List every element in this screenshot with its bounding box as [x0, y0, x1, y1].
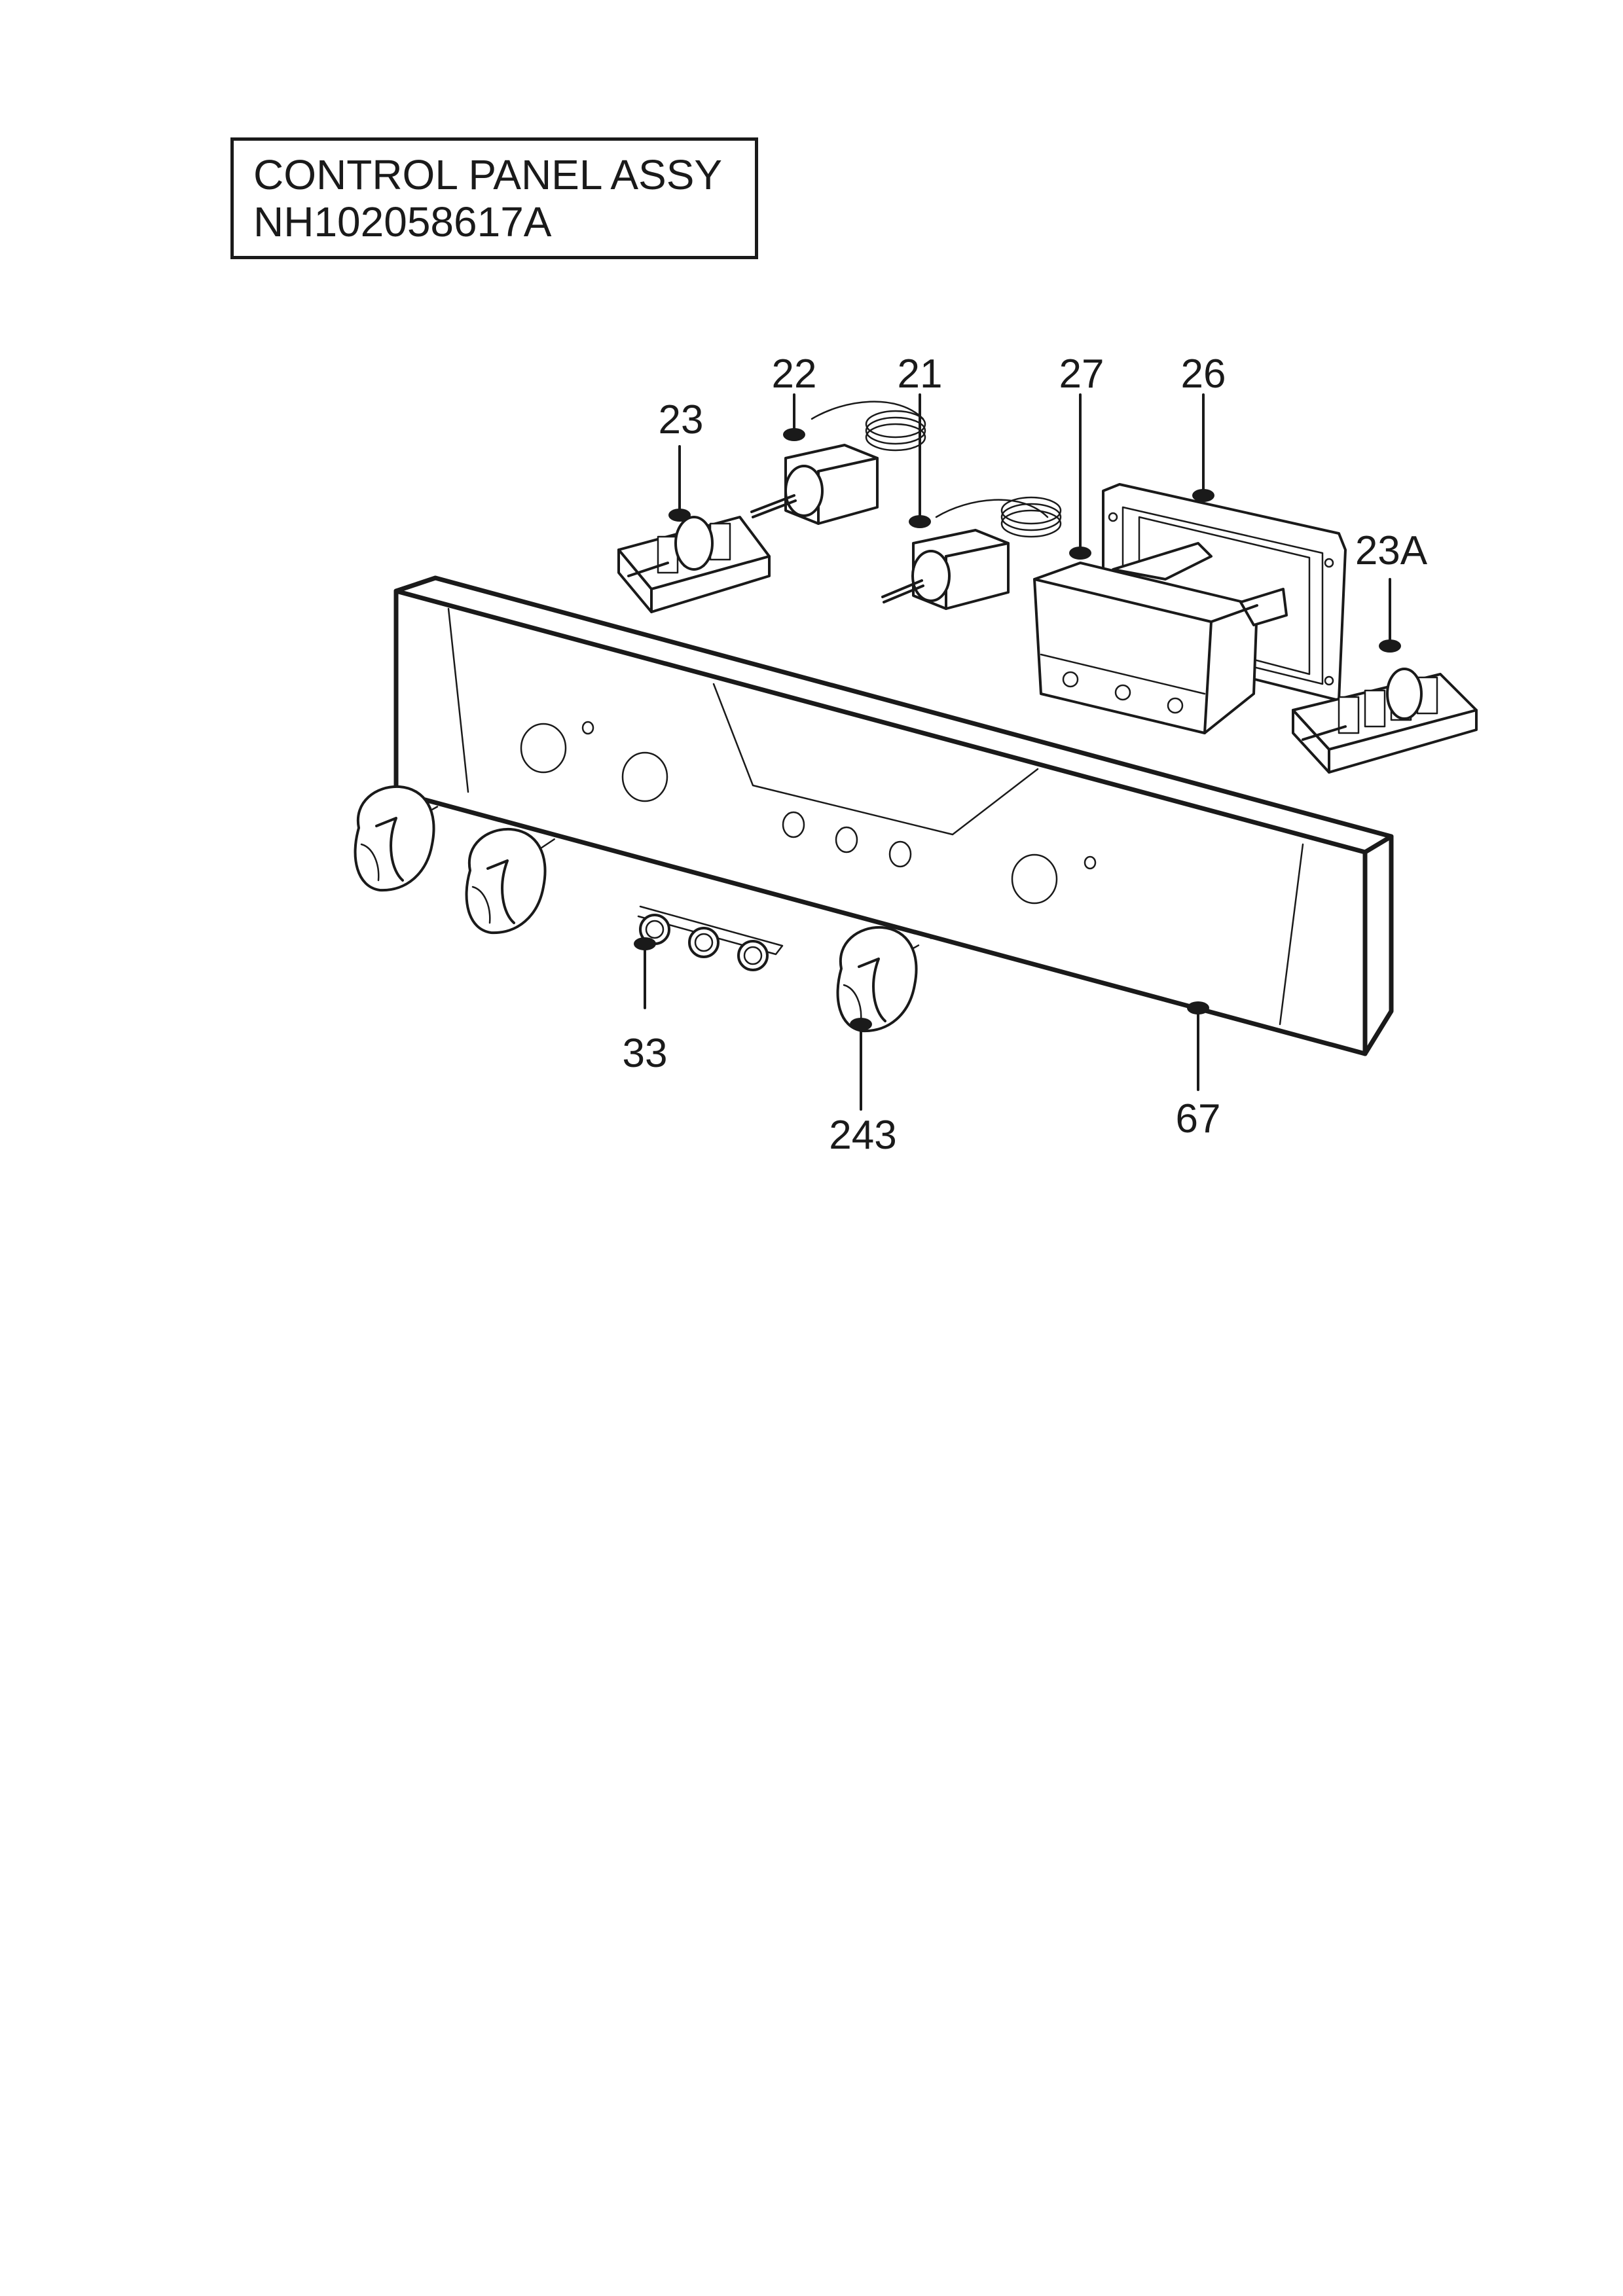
- label-22: 22: [772, 351, 817, 397]
- title-box: CONTROL PANEL ASSY NH102058617A: [230, 137, 758, 259]
- thermostat-21: [881, 496, 1062, 610]
- control-knob-right: [836, 925, 918, 1033]
- label-27: 27: [1059, 351, 1104, 397]
- label-67: 67: [1176, 1096, 1221, 1141]
- assembly-part-number: NH102058617A: [253, 198, 552, 245]
- indicator-lamps: [637, 905, 784, 971]
- label-243: 243: [829, 1113, 896, 1158]
- label-33: 33: [623, 1031, 668, 1076]
- callout-leaders: [634, 393, 1401, 1111]
- assembly-name: CONTROL PANEL ASSY: [253, 151, 723, 198]
- selector-switch-23a: [1292, 668, 1478, 774]
- control-panel-fascia: [393, 575, 1394, 1056]
- label-21: 21: [898, 351, 943, 397]
- electronic-timer-27: [1033, 542, 1288, 734]
- control-knob-middle: [465, 827, 547, 935]
- label-23: 23: [659, 397, 704, 442]
- label-23a: 23A: [1355, 528, 1428, 573]
- thermostat-22: [750, 401, 926, 525]
- label-26: 26: [1181, 351, 1226, 397]
- selector-switch-23: [617, 516, 771, 613]
- control-knob-left: [354, 785, 435, 892]
